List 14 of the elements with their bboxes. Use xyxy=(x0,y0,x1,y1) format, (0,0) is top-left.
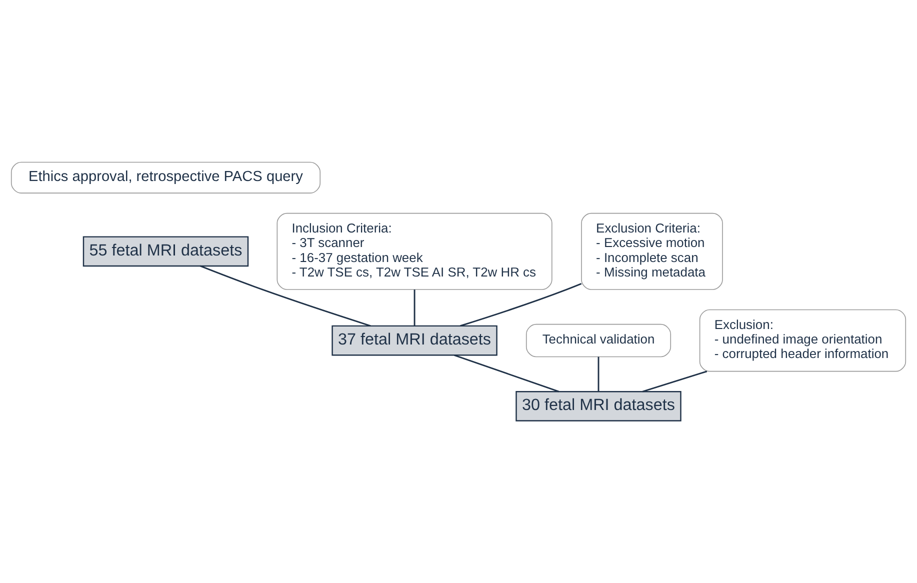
node-box: 30 fetal MRI datasets xyxy=(516,390,682,422)
node-box: 55 fetal MRI datasets xyxy=(82,236,249,267)
connector xyxy=(642,370,708,392)
node-box: Inclusion Criteria: - 3T scanner - 16-37 gestation week - T2w TSE cs, T2w TSE AI SR, T2w HR cs xyxy=(276,212,552,290)
connector xyxy=(414,290,416,326)
node-box: Exclusion Criteria: - Excessive motion - Incomplete scan - Missing metadata xyxy=(581,212,723,290)
node-box: Technical validation xyxy=(526,324,672,358)
connector xyxy=(460,283,582,327)
connector xyxy=(200,265,371,327)
connector xyxy=(598,356,600,392)
node-box: Ethics approval, retrospective PACS query xyxy=(10,162,321,194)
connector xyxy=(454,354,560,392)
node-box: 37 fetal MRI datasets xyxy=(332,325,498,356)
node-box: Exclusion: - undefined image orientation - corrupted header information xyxy=(699,309,906,372)
